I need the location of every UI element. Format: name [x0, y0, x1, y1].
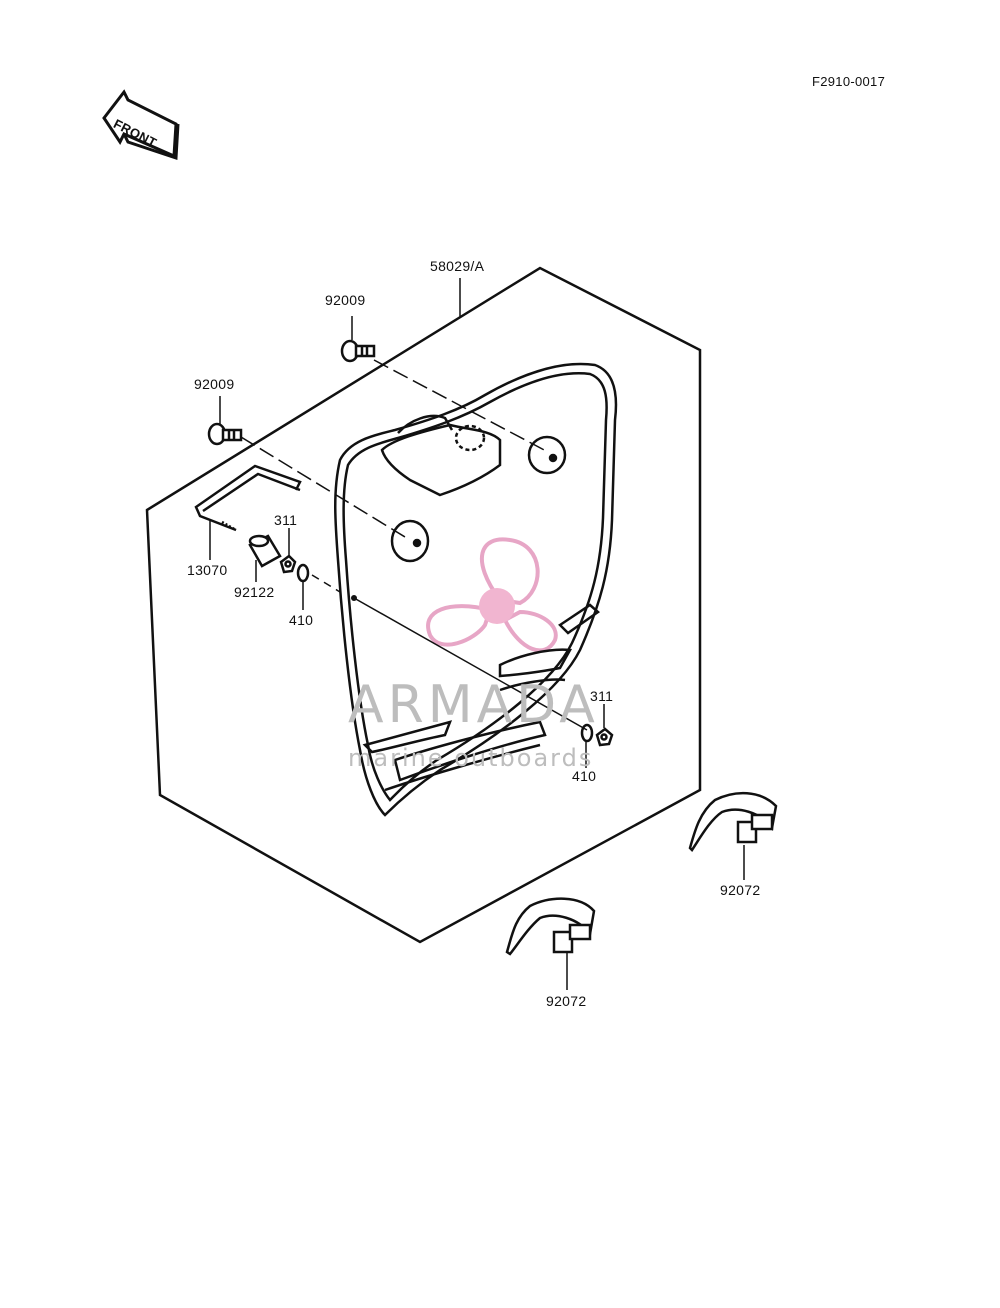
part-label-washer-left: 410	[289, 612, 314, 628]
part-label-bolt-top: 92009	[325, 292, 366, 308]
part-label-spacer: 92122	[234, 584, 275, 600]
front-arrow-icon	[102, 89, 180, 161]
washer-left-icon	[296, 563, 310, 583]
strap-upper-icon	[688, 791, 778, 852]
nut-right-icon	[595, 727, 614, 747]
cover-plate	[334, 362, 618, 817]
grommet-right	[527, 435, 567, 475]
part-label-rod: 13070	[187, 562, 228, 578]
watermark-propeller-logo	[426, 537, 558, 653]
leader-lines	[209, 278, 745, 990]
watermark-brand: ARMADA	[348, 675, 599, 735]
bolt-top-icon	[340, 339, 376, 363]
grommet-left	[390, 519, 430, 563]
nut-left-icon	[279, 554, 297, 574]
part-label-bolt-left: 92009	[194, 376, 235, 392]
part-label-strap-upper: 92072	[720, 882, 761, 898]
bolt-left-icon	[207, 422, 243, 446]
watermark-tagline: marine outboards	[348, 744, 594, 772]
part-label-nut-left: 311	[274, 512, 298, 528]
part-label-nut-right: 311	[590, 688, 614, 704]
kit-outline	[145, 266, 702, 944]
rod-icon	[194, 464, 302, 532]
mounting-hole	[351, 595, 357, 601]
part-label-washer-right: 410	[572, 768, 597, 784]
strap-lower-icon	[505, 897, 596, 956]
part-label-cover: 58029/A	[430, 258, 485, 274]
part-label-strap-lower: 92072	[546, 993, 587, 1009]
spacer-icon	[248, 534, 282, 568]
figure-code: F2910-0017	[812, 74, 886, 89]
